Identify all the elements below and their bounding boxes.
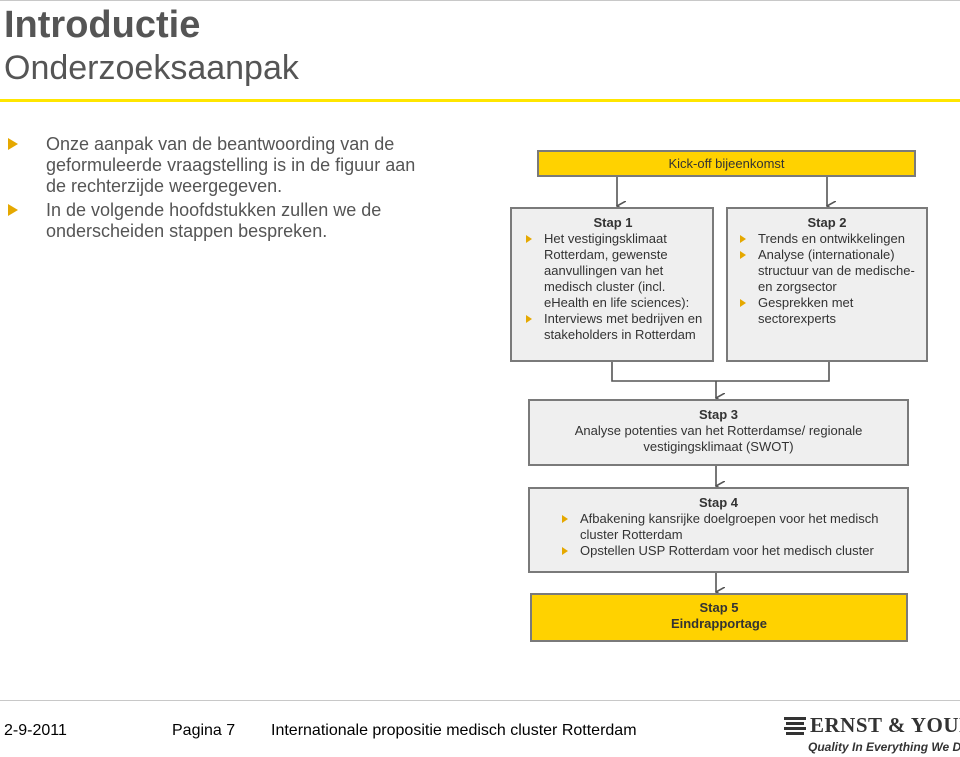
stap2-list: Trends en ontwikkelingen Analyse (intern… (736, 231, 918, 327)
logo-tagline: Quality In Everything We Do (808, 740, 960, 754)
triangle-bullet-icon (740, 299, 746, 307)
page-title: Introductie (4, 4, 201, 46)
stap5-title: Stap 5 (699, 600, 739, 615)
triangle-bullet-icon (740, 235, 746, 243)
triangle-bullet-icon (8, 138, 18, 150)
triangle-bullet-icon (526, 315, 532, 323)
intro-bullet-text: In de volgende hoofdstukken zullen we de… (46, 200, 382, 241)
footer-document-title: Internationale propositie medisch cluste… (271, 722, 637, 739)
logo-name: ERNST & YOUNG (810, 713, 960, 737)
stap2-title: Stap 2 (807, 215, 847, 230)
stap2-item: Analyse (internationale) structuur van d… (736, 247, 918, 295)
stap5-box: Stap 5 Eindrapportage (530, 593, 908, 642)
intro-bullet: Onze aanpak van de beantwoording van de … (8, 134, 428, 197)
triangle-bullet-icon (740, 251, 746, 259)
stap5-subtitle: Eindrapportage (670, 616, 768, 631)
footer-date: 2-9-2011 (4, 722, 67, 739)
stap3-text: Analyse potenties van het Rotterdamse/ r… (574, 423, 863, 454)
page-subtitle: Onderzoeksaanpak (4, 49, 299, 87)
stap1-title: Stap 1 (593, 215, 633, 230)
triangle-bullet-icon (562, 515, 568, 523)
stap2-item-text: Analyse (internationale) structuur van d… (758, 247, 915, 294)
stap2-item: Trends en ontwikkelingen (736, 231, 918, 247)
triangle-bullet-icon (526, 235, 532, 243)
connector-merge (611, 362, 830, 382)
stap4-box: Stap 4 Afbakening kansrijke doelgroepen … (528, 487, 909, 573)
title-accent-line (0, 99, 960, 102)
stap1-item: Interviews met bedrijven en stakeholders… (522, 311, 704, 343)
triangle-bullet-icon (8, 204, 18, 216)
kickoff-label: Kick-off bijeenkomst (668, 156, 785, 171)
stap4-item-text: Opstellen USP Rotterdam voor het medisch… (580, 543, 874, 558)
ernst-young-logo: ERNST & YOUNG Quality In Everything We D… (784, 713, 960, 757)
intro-bullet: In de volgende hoofdstukken zullen we de… (8, 200, 428, 242)
stap1-item: Het vestigingsklimaat Rotterdam, gewenst… (522, 231, 704, 311)
stap4-item: Opstellen USP Rotterdam voor het medisch… (540, 543, 897, 559)
footer-divider (0, 700, 960, 701)
stap2-item: Gesprekken met sectorexperts (736, 295, 918, 327)
stap3-box: Stap 3 Analyse potenties van het Rotterd… (528, 399, 909, 466)
stap4-item: Afbakening kansrijke doelgroepen voor he… (540, 511, 897, 543)
stap2-item-text: Trends en ontwikkelingen (758, 231, 905, 246)
stap4-title: Stap 4 (698, 495, 738, 510)
stap2-item-text: Gesprekken met sectorexperts (758, 295, 854, 326)
stap3-title: Stap 3 (698, 407, 738, 422)
stap4-list: Afbakening kansrijke doelgroepen voor he… (540, 511, 897, 559)
footer-page-number: Pagina 7 (172, 722, 236, 739)
intro-bullet-list: Onze aanpak van de beantwoording van de … (8, 134, 428, 245)
stap1-item-text: Interviews met bedrijven en stakeholders… (544, 311, 703, 342)
intro-bullet-text: Onze aanpak van de beantwoording van de … (46, 134, 416, 196)
stap2-box: Stap 2 Trends en ontwikkelingen Analyse … (726, 207, 928, 362)
triangle-bullet-icon (562, 547, 568, 555)
stap1-box: Stap 1 Het vestigingsklimaat Rotterdam, … (510, 207, 714, 362)
stap1-list: Het vestigingsklimaat Rotterdam, gewenst… (522, 231, 704, 343)
kickoff-box: Kick-off bijeenkomst (537, 150, 916, 177)
stap4-item-text: Afbakening kansrijke doelgroepen voor he… (580, 511, 879, 542)
logo-bars-icon (784, 717, 806, 735)
top-divider (0, 0, 960, 1)
stap1-item-text: Het vestigingsklimaat Rotterdam, gewenst… (544, 231, 690, 310)
